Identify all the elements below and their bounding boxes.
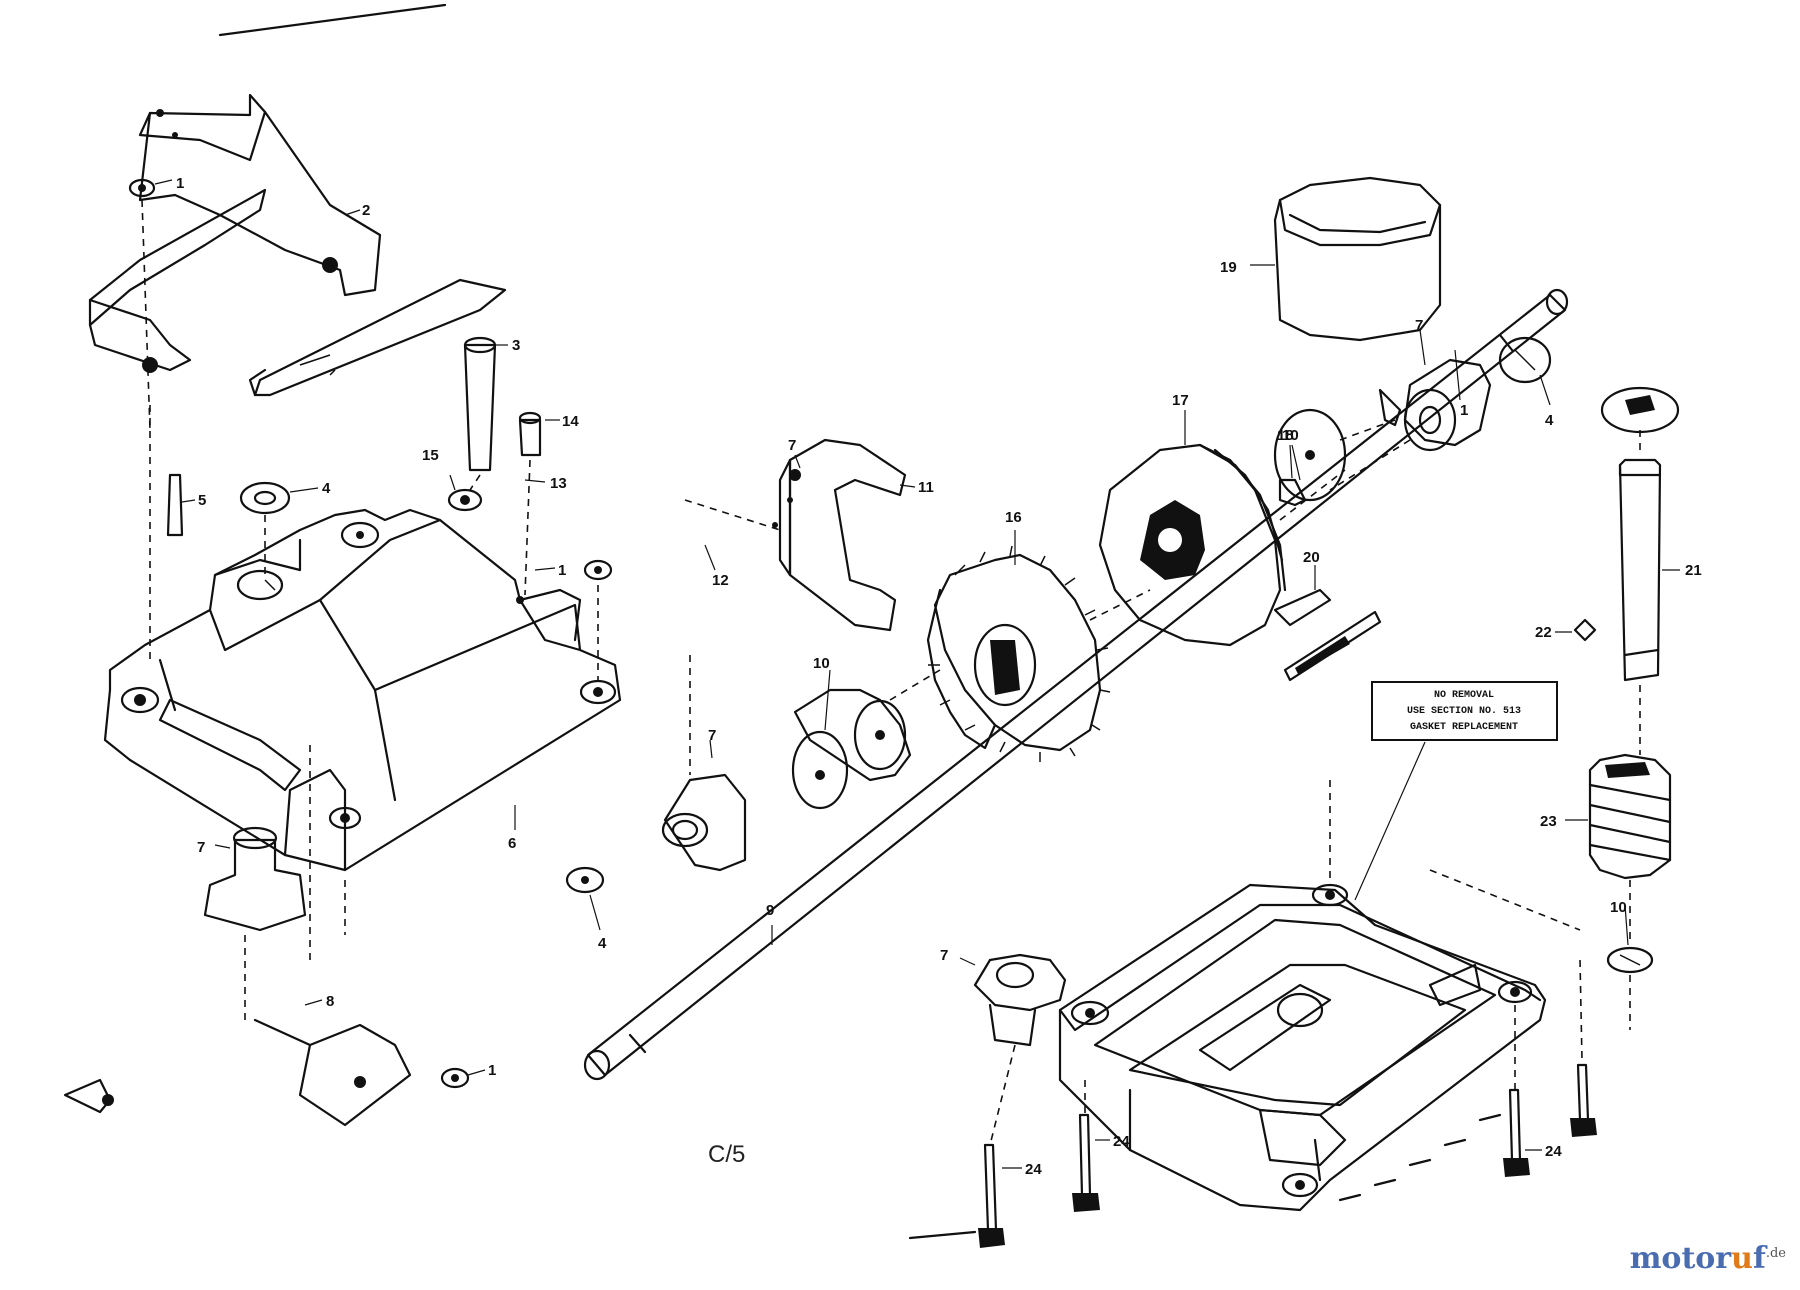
callout-19: 19 [1220,259,1237,276]
callout-14: 14 [562,413,579,430]
watermark-main: motor [1629,1241,1732,1276]
callout-4-a: 4 [322,480,331,497]
callout-20: 20 [1303,549,1320,566]
callout-10-b: 10 [1282,427,1299,444]
sleeve-19 [1273,176,1442,342]
callout-6: 6 [508,835,516,852]
stud-5 [166,473,184,537]
watermark-tail: f [1752,1241,1766,1276]
clip-18 [1278,478,1307,507]
callout-10-c: 10 [1610,899,1627,916]
callout-7-b: 7 [708,727,716,744]
callout-5: 5 [198,492,206,509]
housing-cover [103,508,622,872]
label-plate-line-1: NO REMOVAL [1434,690,1494,701]
callout-13: 13 [550,475,567,492]
watermark-logo: motoruf.de [1630,1241,1786,1276]
gear-case [973,883,1547,1212]
callout-7-e: 7 [940,947,948,964]
callout-7-c: 7 [788,437,796,454]
callout-1-d: 1 [1460,402,1468,419]
clip-22 [1573,618,1597,642]
callout-9: 9 [766,902,774,919]
bushing-7-left [203,838,307,932]
watermark-accent: u [1731,1241,1753,1276]
sheet-code: C/5 [708,1141,745,1168]
bolts-24 [908,1063,1597,1248]
callout-7-d: 7 [1415,317,1423,334]
callout-1-a: 1 [176,175,184,192]
washer-4 [239,481,291,515]
callout-24-c: 24 [1545,1143,1562,1160]
right-hardware [1273,336,1680,974]
callout-1-c: 1 [488,1062,496,1079]
drive-shaft [583,288,1569,1081]
callout-23: 23 [1540,813,1557,830]
callout-24-a: 24 [1025,1161,1042,1178]
bushing-7-mid [663,773,747,872]
nut-1-bottom [440,1067,470,1089]
pin-3 [463,343,497,472]
stray-line [218,3,447,37]
callout-2: 2 [362,202,370,219]
washer-19 [1273,408,1347,502]
washer-4-right [1498,336,1552,384]
callouts: 1 1 1 1 2 3 4 4 4 5 6 7 7 7 7 7 8 9 10 1… [154,175,1702,1178]
nut-1-mid [583,559,613,581]
callout-17: 17 [1172,392,1189,409]
label-plate: NO REMOVAL USE SECTION NO. 513 GASKET RE… [1354,681,1558,901]
callout-7-a: 7 [197,839,205,856]
callout-12: 12 [712,572,729,589]
bushing-7-case [973,953,1067,1012]
alignment-lines [141,199,1641,1146]
callout-3: 3 [512,337,520,354]
callout-4-b: 4 [598,935,607,952]
callout-18: 18 [1277,427,1294,444]
lower-bracket [63,1018,412,1127]
callout-8: 8 [326,993,334,1010]
bushing-7-right [1403,358,1492,447]
callout-11: 11 [918,479,934,496]
shift-fork-11 [788,438,907,632]
pulley-17 [1098,443,1287,647]
callout-4-c: 4 [1545,412,1554,429]
label-plate-line-3: GASKET REPLACEMENT [1410,722,1518,733]
watermark-tld: .de [1765,1246,1786,1261]
callout-24-b: 24 [1113,1133,1130,1150]
washer-19-lower [1606,946,1654,974]
callout-16: 16 [1005,509,1022,526]
washer-4-lower [565,866,605,894]
worm-shaft-21 [1618,458,1662,682]
nut-15 [447,488,483,512]
spur-gear-16 [926,545,1111,762]
washers-10 [793,688,912,782]
callout-22: 22 [1535,624,1552,641]
upper-bracket [88,93,507,397]
hardware-parts [128,178,912,1089]
label-plate-line-2: USE SECTION NO. 513 [1407,706,1521,717]
callout-1-b: 1 [558,562,566,579]
callout-15: 15 [422,447,439,464]
key-20 [1273,588,1332,627]
nut-1-top [128,178,156,198]
callout-21: 21 [1685,562,1702,579]
callout-10-a: 10 [813,655,830,672]
screw-14 [518,418,542,457]
